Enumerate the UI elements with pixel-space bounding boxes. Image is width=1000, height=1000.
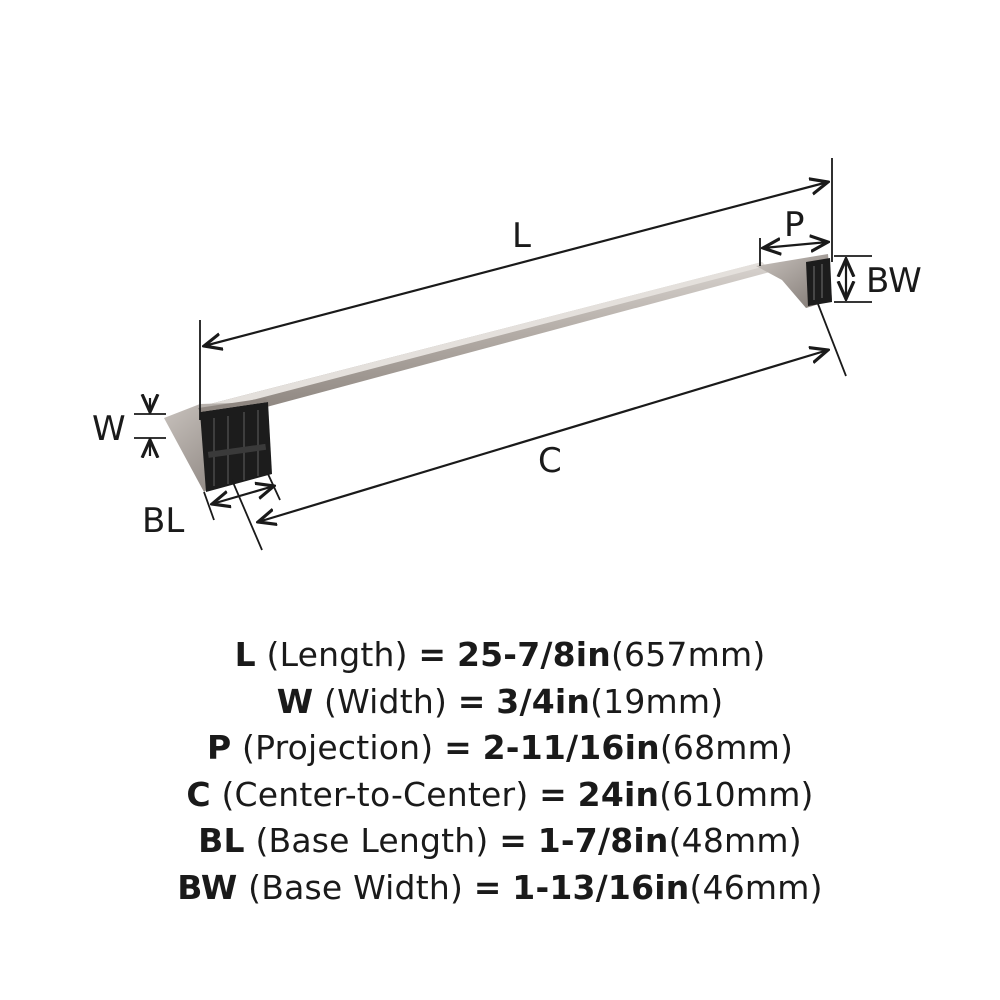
spec-code: BL (198, 821, 245, 860)
spec-imperial-value: 24in (577, 774, 660, 814)
spec-row: L (Length) = 25-7/8in(657mm) (0, 632, 1000, 679)
spec-row: BW (Base Width) = 1-13/16in(46mm) (0, 865, 1000, 912)
l-dimension-line (204, 182, 828, 346)
spec-metric-value: (46mm) (689, 867, 823, 907)
spec-imperial-value: 1-13/16in (512, 867, 690, 907)
spec-equals: = (539, 774, 567, 814)
spec-name: (Width) (324, 681, 448, 721)
spec-name: (Base Width) (248, 867, 464, 907)
bl-extension-left (203, 491, 215, 521)
spec-imperial-value: 1-7/8in (537, 821, 669, 860)
l-label: L (512, 216, 531, 256)
spec-code: L (234, 635, 256, 674)
w-label: W (92, 409, 126, 449)
dimension-specifications: L (Length) = 25-7/8in(657mm)W (Width) = … (0, 632, 1000, 911)
spec-row: W (Width) = 3/4in(19mm) (0, 679, 1000, 726)
spec-row: BL (Base Length) = 1-7/8in(48mm) (0, 818, 1000, 865)
spec-equals: = (418, 635, 447, 674)
left-base-slot (207, 443, 267, 458)
rod-top-edge (210, 262, 766, 410)
spec-code: C (186, 774, 211, 814)
c-extension-right (817, 303, 847, 377)
spec-imperial-value: 3/4in (496, 681, 591, 721)
towel-bar-dimension-diagram: L P BW W C BL (92, 158, 922, 551)
dimension-annotations: L P BW W C BL (92, 158, 922, 551)
towel-bar-illustration (164, 254, 832, 492)
spec-row: C (Center-to-Center) = 24in(610mm) (0, 772, 1000, 819)
spec-metric-value: (19mm) (590, 681, 724, 721)
spec-equals: = (473, 867, 502, 907)
spec-metric-value: (68mm) (659, 728, 794, 767)
spec-metric-value: (610mm) (659, 774, 814, 814)
spec-name: (Center-to-Center) (221, 774, 529, 814)
spec-name: (Base Length) (255, 821, 489, 860)
right-base-plate (806, 258, 832, 306)
spec-row: P (Projection) = 2-11/16in(68mm) (0, 725, 1000, 772)
bw-label: BW (866, 261, 922, 301)
p-dimension-line (763, 242, 828, 248)
spec-metric-value: (48mm) (668, 821, 802, 860)
spec-imperial-value: 25-7/8in (456, 635, 611, 674)
spec-name: (Length) (266, 635, 408, 674)
spec-imperial-value: 2-11/16in (482, 728, 660, 767)
spec-name: (Projection) (242, 728, 434, 767)
left-base-rim (198, 398, 268, 412)
left-base-plate (200, 402, 272, 492)
c-dimension-line (258, 350, 828, 522)
spec-code: W (276, 681, 314, 721)
spec-code: BW (177, 867, 238, 907)
bl-dimension-line (212, 486, 274, 504)
spec-metric-value: (657mm) (610, 635, 766, 674)
p-label: P (784, 205, 805, 245)
c-label: C (538, 441, 562, 481)
bl-label: BL (142, 501, 184, 541)
spec-equals: = (444, 728, 472, 767)
spec-equals: = (499, 821, 528, 860)
spec-code: P (206, 728, 232, 767)
spec-equals: = (457, 681, 486, 721)
